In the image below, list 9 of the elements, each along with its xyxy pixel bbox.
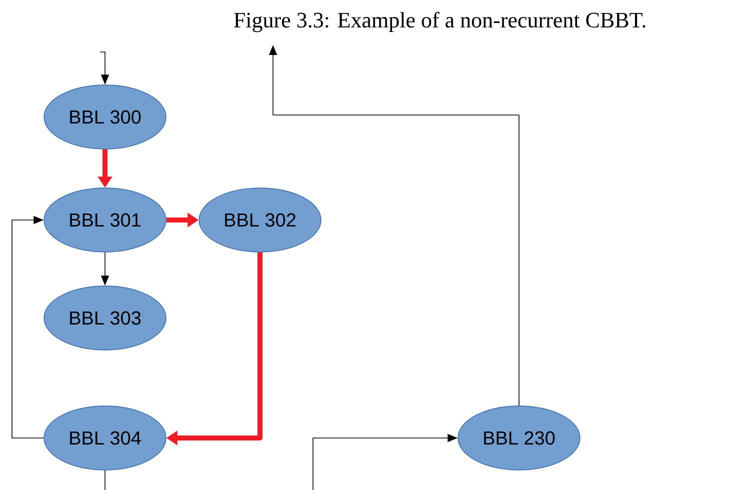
ellipse-node: BBL 304 (44, 406, 166, 470)
ellipse-node: BBL 230 (458, 406, 580, 470)
ellipse-node: BBL 300 (44, 84, 166, 150)
ellipse-node: BBL 301 (44, 188, 166, 252)
caption: Figure 3.3: Example of a non-recurrent CBBT. (234, 12, 646, 32)
arrow (12, 216, 44, 438)
ellipse-node: BBL 302 (198, 188, 322, 252)
ellipse-node: BBL 303 (44, 286, 166, 350)
connector-line (104, 470, 106, 490)
